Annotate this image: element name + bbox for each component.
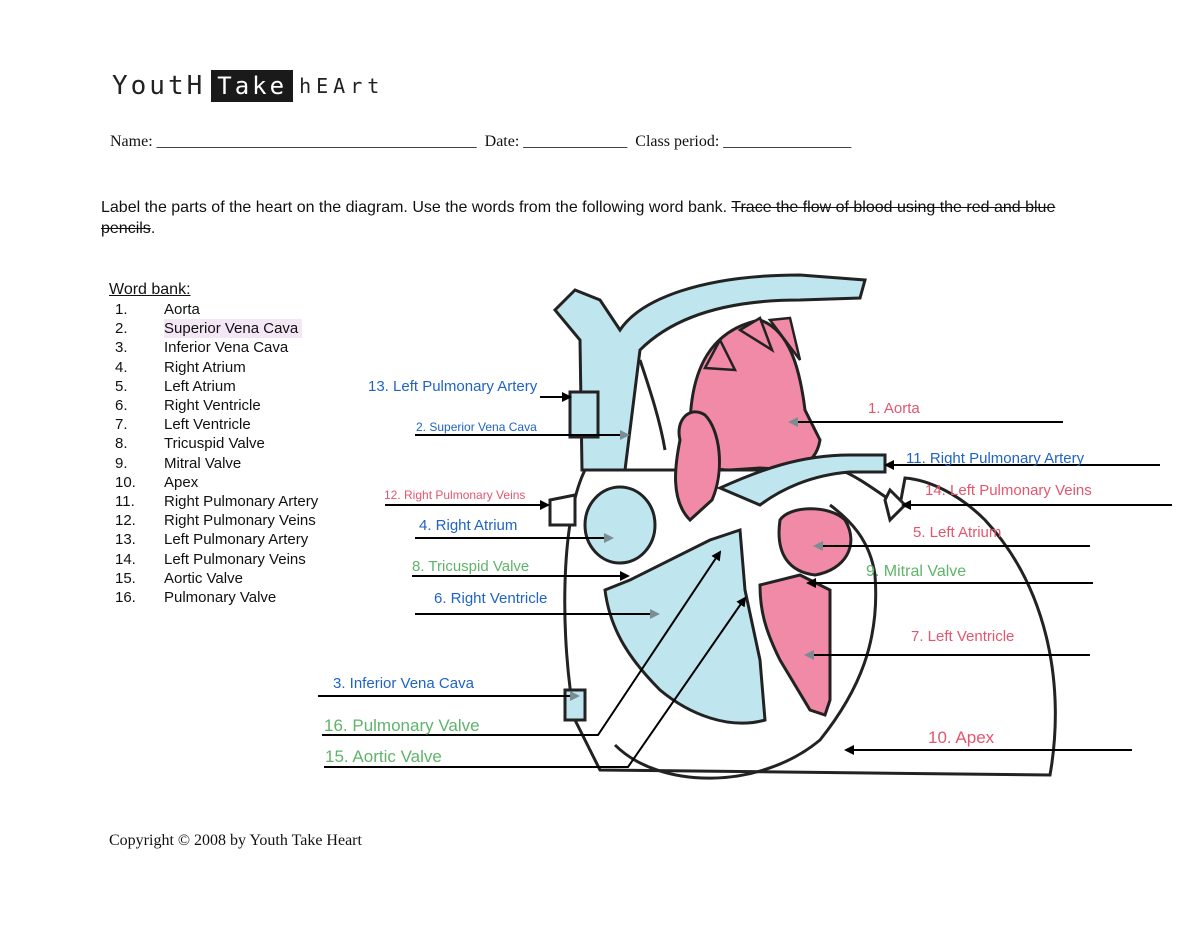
logo-heart: hEArt bbox=[299, 74, 385, 98]
label-aorta: 1. Aorta bbox=[868, 400, 920, 417]
list-item: 10.Apex bbox=[115, 473, 199, 491]
label-right-pulmonary-artery: 11. Right Pulmonary Artery bbox=[906, 450, 1085, 467]
aorta-branch-2 bbox=[737, 316, 775, 354]
list-item: 1.Aorta bbox=[115, 301, 200, 318]
list-item: 5.Left Atrium bbox=[115, 377, 236, 395]
right-ventricle-shape bbox=[603, 527, 767, 725]
superior-vena-cava-shape bbox=[552, 273, 867, 472]
heart-inner-wall bbox=[613, 503, 878, 780]
label-left-atrium: 5. Left Atrium bbox=[913, 524, 1002, 541]
name-date-period-line: Name: __________________________________… bbox=[110, 133, 852, 150]
list-item: 14.Left Pulmonary Veins bbox=[115, 550, 306, 568]
instructions-struck: Trace the flow of blood using the red an… bbox=[101, 199, 1056, 237]
list-item: 3.Inferior Vena Cava bbox=[115, 339, 289, 357]
list-item: 7.Left Ventricle bbox=[115, 416, 251, 434]
label-aortic-valve: 15. Aortic Valve bbox=[325, 747, 442, 766]
label-mitral-valve: 9. Mitral Valve bbox=[866, 563, 967, 580]
list-item: 8.Tricuspid Valve bbox=[115, 435, 265, 453]
left-pulmonary-artery-stub bbox=[568, 390, 600, 439]
leader-16 bbox=[322, 550, 722, 736]
label-superior-vena-cava: 2. Superior Vena Cava bbox=[416, 420, 537, 434]
pulmonary-artery-branch bbox=[638, 359, 667, 451]
logo-youth: YoutH bbox=[112, 71, 206, 101]
logo-take: Take bbox=[211, 70, 294, 102]
youth-take-heart-logo: YoutH Take hEArt bbox=[112, 66, 384, 106]
instructions-end: . bbox=[150, 220, 156, 237]
instructions: Label the parts of the heart on the diag… bbox=[101, 197, 1101, 239]
word-bank-list: 1.Aorta 2.Superior Vena Cava 3.Inferior … bbox=[115, 300, 318, 607]
label-left-ventricle: 7. Left Ventricle bbox=[911, 628, 1015, 645]
list-item: 11.Right Pulmonary Artery bbox=[115, 493, 319, 511]
label-right-pulmonary-veins: 12. Right Pulmonary Veins bbox=[384, 488, 526, 502]
list-item: 12.Right Pulmonary Veins bbox=[115, 512, 316, 530]
instructions-main: Label the parts of the heart on the diag… bbox=[101, 199, 732, 216]
list-item: 13.Left Pulmonary Artery bbox=[115, 531, 309, 549]
label-right-atrium: 4. Right Atrium bbox=[419, 517, 518, 534]
inferior-vena-cava-shape bbox=[563, 688, 587, 722]
right-pulmonary-artery-shape bbox=[716, 453, 887, 507]
ascending-aorta bbox=[674, 410, 721, 523]
list-item: 9.Mitral Valve bbox=[115, 454, 242, 472]
highlighted-term: Superior Vena Cava bbox=[164, 319, 303, 339]
label-inferior-vena-cava: 3. Inferior Vena Cava bbox=[333, 675, 474, 692]
label-pulmonary-valve: 16. Pulmonary Valve bbox=[324, 716, 480, 735]
left-ventricle-shape bbox=[758, 573, 832, 717]
label-right-ventricle: 6. Right Ventricle bbox=[434, 590, 548, 607]
list-item: 16.Pulmonary Valve bbox=[115, 589, 277, 607]
left-atrium-shape bbox=[777, 507, 853, 577]
list-item: 2.Superior Vena Cava bbox=[115, 319, 318, 339]
label-left-pulmonary-artery: 13. Left Pulmonary Artery bbox=[368, 378, 538, 395]
right-atrium-shape bbox=[583, 485, 657, 565]
list-item: 6.Right Ventricle bbox=[115, 397, 261, 415]
copyright-notice: Copyright © 2008 by Youth Take Heart bbox=[109, 832, 362, 849]
list-item: 4.Right Atrium bbox=[115, 358, 246, 376]
right-pulmonary-veins-stub bbox=[548, 493, 577, 527]
label-left-pulmonary-veins: 14. Left Pulmonary Veins bbox=[925, 482, 1092, 499]
aorta-branch-1 bbox=[702, 337, 738, 372]
leader-15 bbox=[324, 596, 747, 768]
list-item: 15.Aortic Valve bbox=[115, 569, 243, 587]
label-apex: 10. Apex bbox=[928, 728, 995, 747]
word-bank-title: Word bank: bbox=[109, 281, 191, 298]
label-tricuspid-valve: 8. Tricuspid Valve bbox=[412, 558, 530, 575]
aorta-branch-3 bbox=[767, 316, 802, 361]
